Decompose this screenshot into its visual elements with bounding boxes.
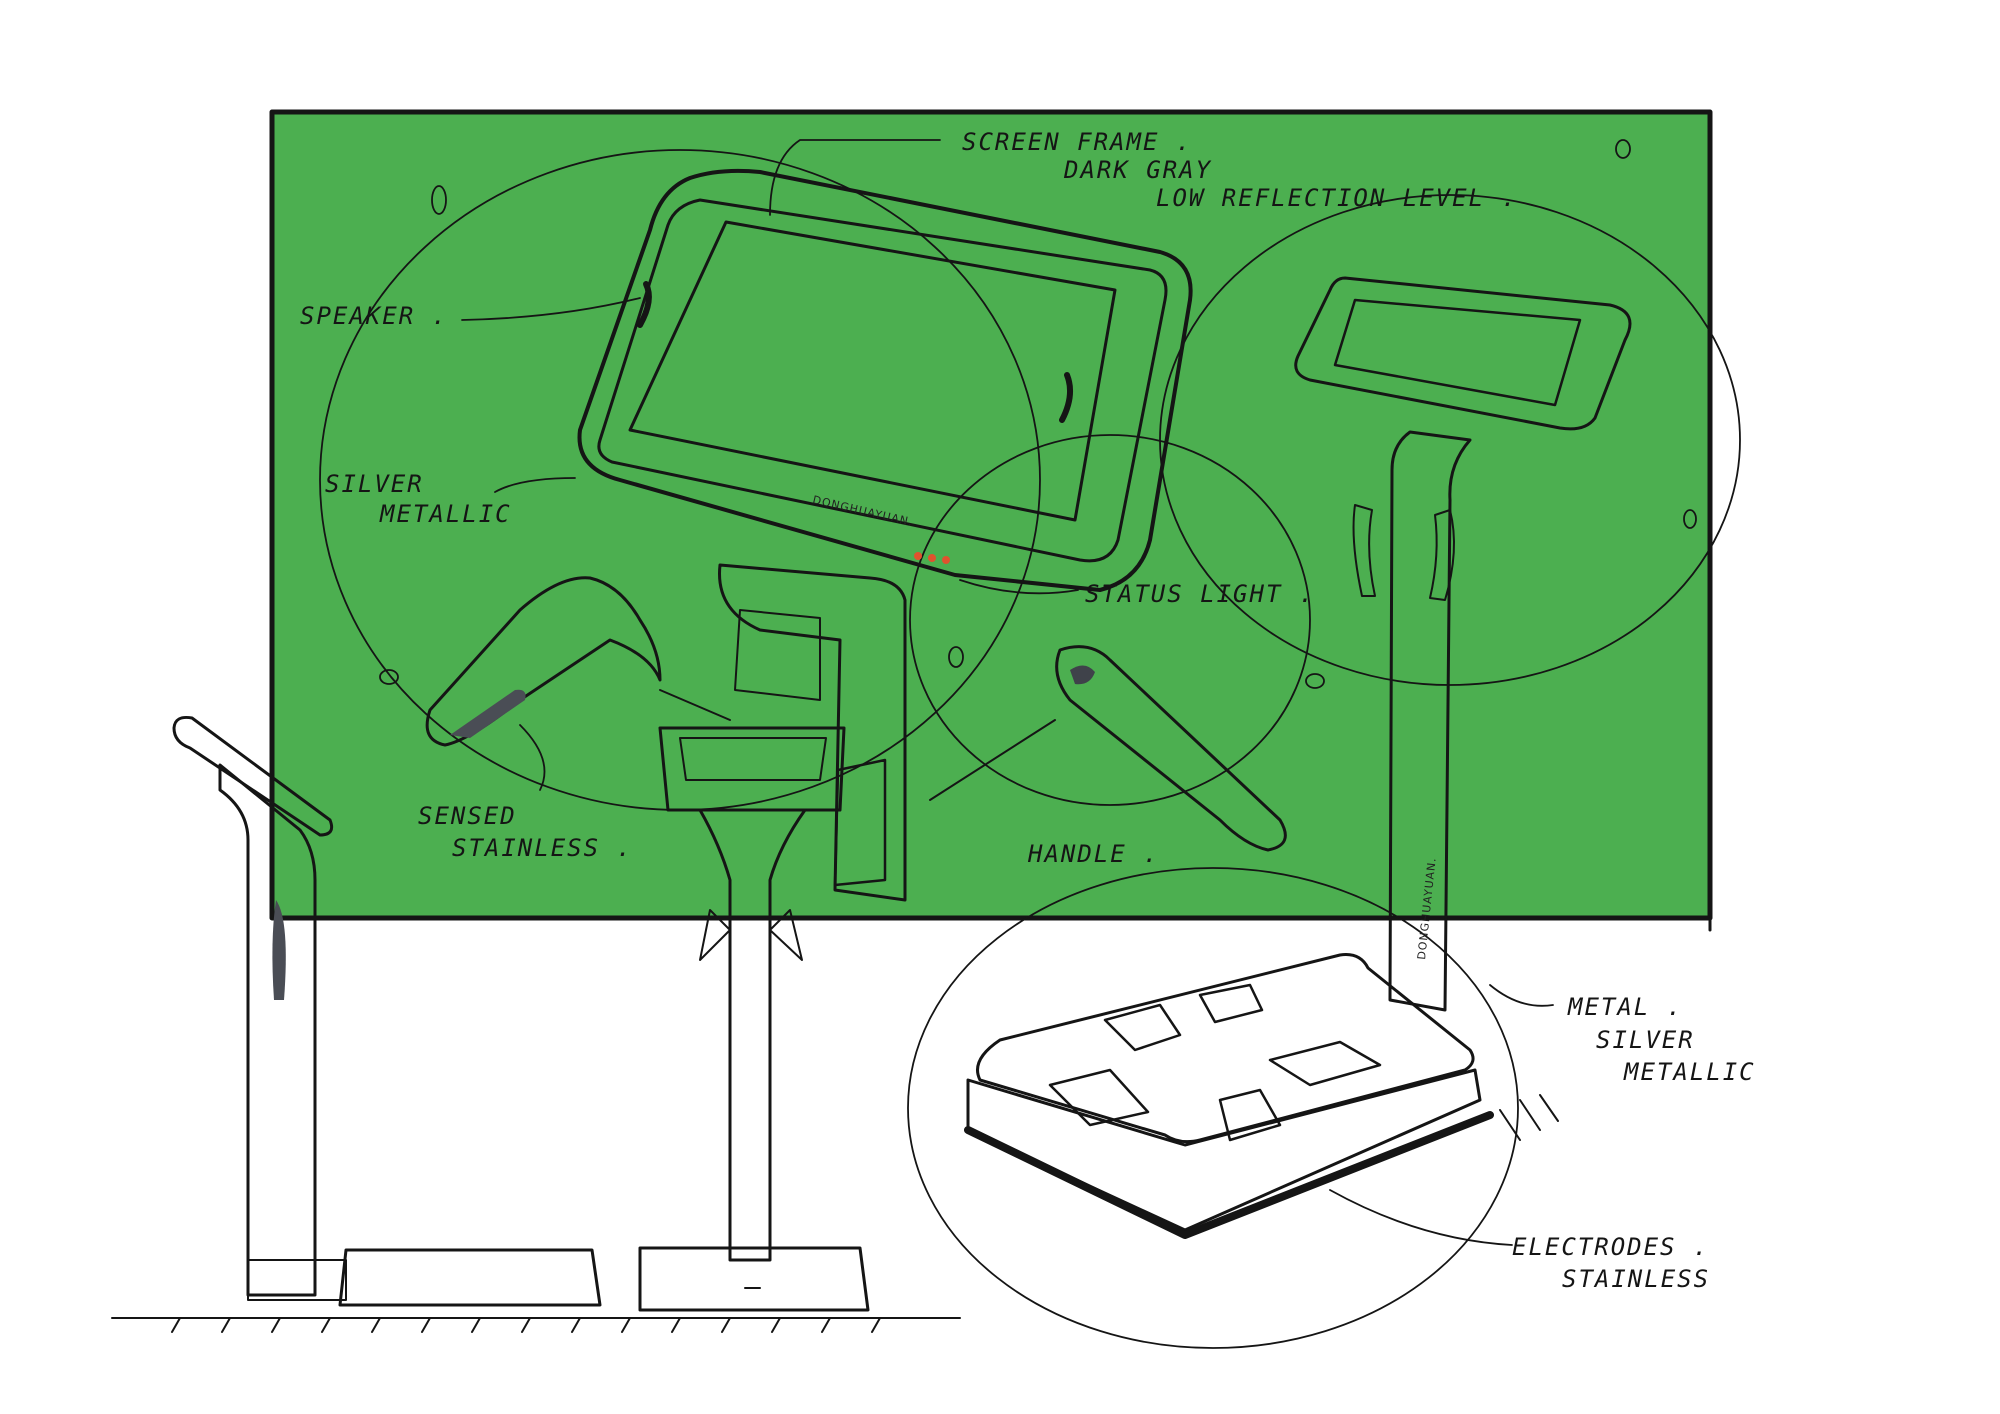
label-screen-frame: SCREEN FRAME . — [962, 128, 1192, 156]
label-silver: SILVER — [325, 470, 424, 498]
right-handle — [659, 645, 1287, 852]
label-handle: HANDLE . — [1027, 840, 1160, 868]
leader-lines — [461, 139, 1554, 1246]
left-scale-side-view — [172, 716, 602, 1307]
label-stainless-1: STAINLESS . — [452, 834, 633, 862]
label-speaker: SPEAKER . — [300, 302, 448, 330]
middle-scale-front-view — [638, 726, 870, 1312]
status-light-2 — [928, 554, 936, 562]
label-silver-2: SILVER — [1596, 1026, 1695, 1054]
label-stainless-2: STAINLESS — [1562, 1265, 1710, 1293]
status-light-1 — [914, 552, 922, 560]
label-dark-gray: DARK GRAY — [1063, 156, 1212, 184]
status-light-3 — [942, 556, 950, 564]
label-metallic: METALLIC — [379, 500, 512, 528]
label-metallic-2: METALLIC — [1623, 1058, 1756, 1086]
label-status-light: STATUS LIGHT . — [1085, 580, 1315, 608]
label-metal: METAL . — [1567, 993, 1683, 1021]
left-handle — [425, 576, 662, 747]
label-electrodes: ELECTRODES . — [1512, 1233, 1709, 1261]
kiosk-body — [718, 563, 907, 902]
label-sensed: SENSED — [418, 802, 517, 830]
ground-hatch — [111, 1094, 1559, 1333]
label-low-reflection: LOW REFLECTION LEVEL . — [1156, 184, 1518, 212]
annotations: SCREEN FRAME . DARK GRAY LOW REFLECTION … — [300, 128, 1756, 1293]
